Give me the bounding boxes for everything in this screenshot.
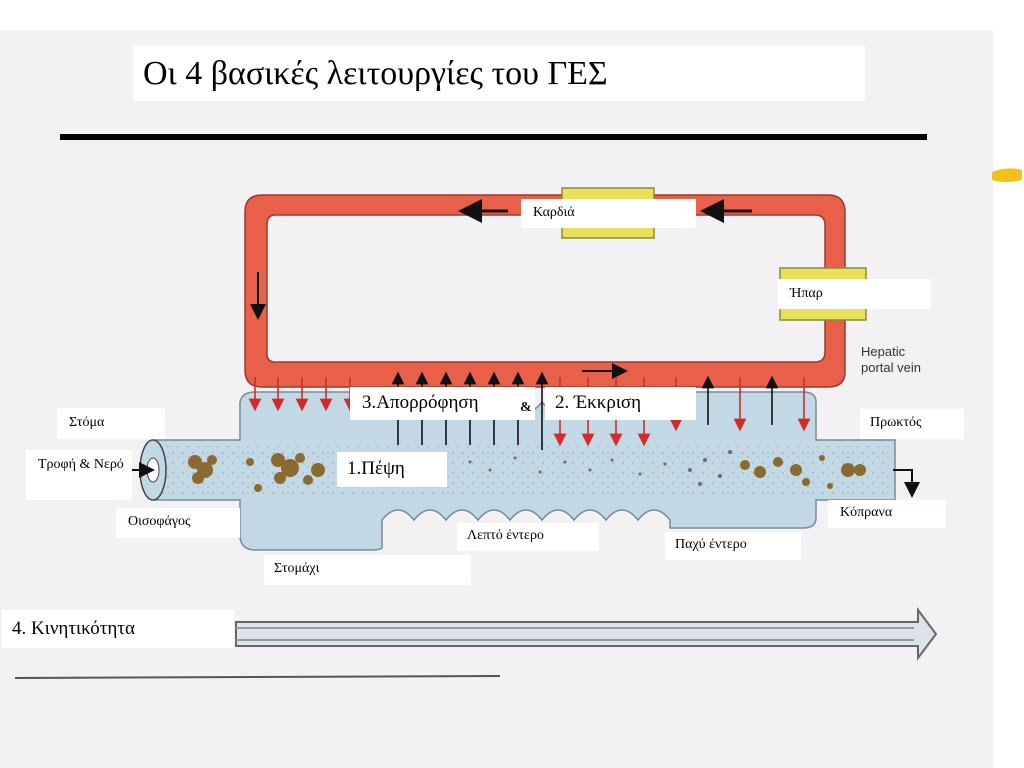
liver-label: Ήπαρ (778, 279, 931, 309)
heart-label: Καρδιά (521, 199, 696, 228)
digestion-label: 1.Πέψη (337, 452, 447, 487)
digested-particles (468, 450, 732, 486)
decorative-mark (992, 168, 1022, 182)
bottom-rule (14, 675, 501, 679)
gi-tract-texture (160, 445, 890, 495)
motility-arrow (235, 607, 938, 661)
portal-vein-label: Hepatic portal vein (861, 344, 921, 375)
excretion-arrow (893, 469, 920, 498)
motility-label: 4. Κινητικότητα (2, 610, 234, 648)
absorption-label: 3.Απορρόφηση (350, 387, 535, 420)
title-underline (60, 134, 927, 140)
slide-title: Οι 4 βασικές λειτουργίες του ΓΕΣ (133, 45, 865, 101)
stomach-label: Στομάχι (264, 555, 471, 585)
large-intestine-label: Παχύ έντερο (665, 532, 801, 560)
rectum-label: Πρωκτός (860, 409, 964, 439)
esophagus-label: Οισοφάγος (116, 508, 240, 538)
feces-label: Κόπρανα (828, 500, 946, 528)
small-intestine-label: Λεπτό έντερο (457, 523, 599, 551)
food-water-label: Τροφή & Νερό (26, 450, 132, 500)
food-particles (188, 453, 866, 492)
ampersand-label: & (520, 400, 532, 415)
secretion-label: 2. Έκκριση (545, 387, 696, 420)
mouth-label: Στόμα (57, 408, 165, 439)
